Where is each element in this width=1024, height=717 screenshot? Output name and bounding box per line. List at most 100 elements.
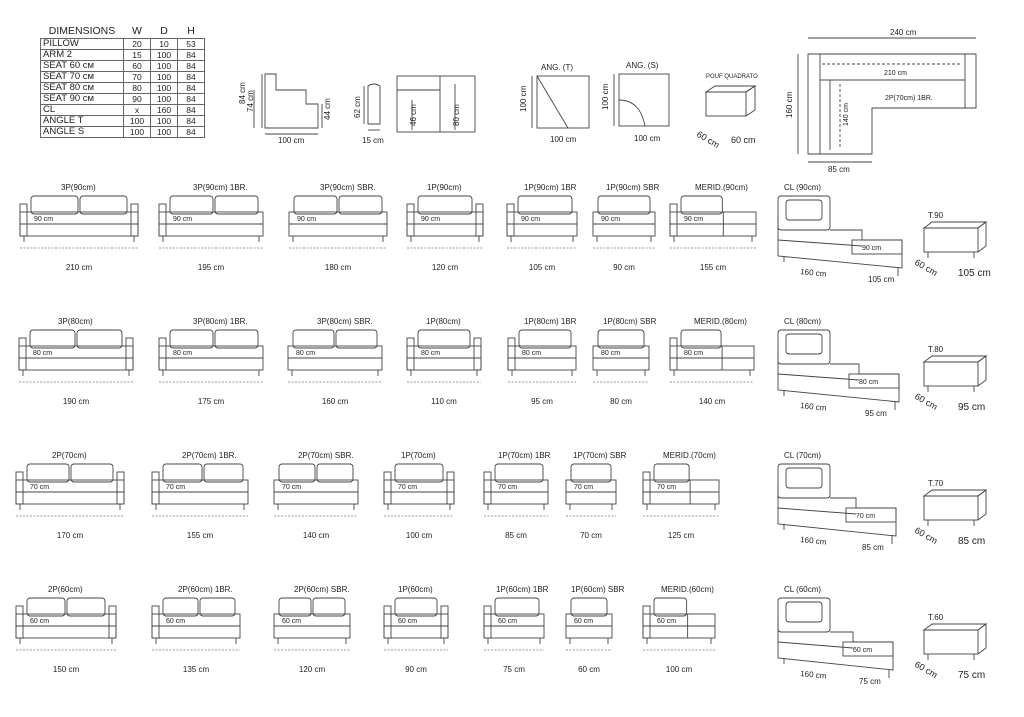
sofa-label: 1P(70cm) 1BR [498, 451, 551, 460]
dim-text: 100 cm [634, 134, 661, 143]
chaise-label: CL (80cm) [784, 317, 821, 326]
sofa-label: MERID.(80cm) [694, 317, 747, 326]
pouf-body [923, 227, 979, 253]
chaise-back [777, 597, 831, 633]
dim-text: 74 cm [246, 90, 255, 112]
pouf-top [922, 221, 988, 229]
back-cushion [653, 597, 688, 617]
sofa-width-label: 180 cm [325, 263, 352, 272]
pouf-depth-label: 60 cm [913, 525, 939, 546]
sofa-label: 1P(60cm) 1BR [496, 585, 549, 594]
seat-width-label: 70 cm [498, 484, 517, 491]
back-cushion [394, 463, 444, 483]
sofa-label: 2P(70cm) 1BR. [182, 451, 237, 460]
sofa-width-label: 140 cm [303, 531, 330, 540]
pouf-depth-label: 60 cm [913, 391, 939, 412]
seat-width-label: 70 cm [282, 484, 301, 491]
chaise-body [777, 618, 894, 671]
sofa-label: 1P(80cm) 1BR [524, 317, 577, 326]
back-cushion [316, 463, 354, 483]
dim-text: 85 cm [828, 165, 850, 174]
pouf-width-label: 95 cm [958, 402, 985, 413]
pouf-side [977, 623, 987, 655]
chaise-width-label: 85 cm [862, 543, 884, 552]
side-profile-view: 84 cm 74 cm 44 cm 100 cm [238, 73, 332, 145]
back-cushion [214, 195, 259, 215]
seat-width-label: 90 cm [421, 216, 440, 223]
sofa-width-label: 120 cm [299, 665, 326, 674]
sofa-width-label: 155 cm [187, 531, 214, 540]
dim-text: 44 cm [323, 98, 332, 120]
sofa-label: 1P(90cm) SBR [606, 183, 660, 192]
sofa-arm [158, 337, 167, 371]
dim-text: 100 cm [550, 135, 577, 144]
pouf-side [977, 355, 987, 387]
back-cushion [517, 195, 573, 215]
back-cushion [597, 195, 651, 215]
sofa-width-label: 95 cm [531, 397, 553, 406]
sofa-label: 3P(80cm) [58, 317, 93, 326]
sofa-arm [15, 471, 24, 505]
dim-text: 15 cm [362, 136, 384, 145]
seat-width-label: 70 cm [856, 513, 875, 520]
sofa-label: 3P(90cm) SBR. [320, 183, 376, 192]
sofa-arm [15, 605, 24, 639]
sofa-label: MERID.(90cm) [695, 183, 748, 192]
back-cushion [338, 195, 383, 215]
chaise-label: CL (60cm) [784, 585, 821, 594]
sofa-width-label: 100 cm [666, 665, 693, 674]
seat-width-label: 90 cm [601, 216, 620, 223]
seat-line [777, 239, 863, 247]
table-header-row: DIMENSIONS W D H [40, 24, 205, 39]
seat-width-label: 80 cm [684, 350, 703, 357]
back-cushion [785, 601, 823, 623]
back-cushion [76, 329, 123, 349]
chaise-width-label: 105 cm [868, 275, 895, 284]
sofa-arm [669, 337, 678, 371]
back-cushion [518, 329, 572, 349]
sofa-width-label: 105 cm [529, 263, 556, 272]
sofa-arm [483, 605, 492, 639]
sofa-arm [440, 605, 449, 639]
back-cushion [312, 597, 346, 617]
cell-h: 84 [177, 126, 205, 138]
arm-profile-view: 62 cm 15 cm [353, 83, 384, 145]
chaise-body [777, 350, 900, 403]
seat-width-label: 80 cm [859, 379, 878, 386]
seat-width-label: 80 cm [296, 350, 315, 357]
sofa-arm [116, 471, 125, 505]
sofa-label: MERID.(60cm) [661, 585, 714, 594]
chaise-back [777, 463, 831, 499]
sofa-width-label: 155 cm [700, 263, 727, 272]
sofa-label: 1P(60cm) SBR [571, 585, 625, 594]
sofa-label: 2P(70cm) SBR. [298, 451, 354, 460]
seat-width-label: 60 cm [398, 618, 417, 625]
dim-text: 62 cm [353, 96, 362, 118]
chaise-width-label: 95 cm [865, 409, 887, 418]
dim-text: 160 cm [785, 91, 794, 118]
sofa-arm [446, 471, 455, 505]
sofa-arm [383, 605, 392, 639]
sofa-label: 1P(70cm) [401, 451, 436, 460]
back-cushion [26, 597, 66, 617]
sofa-arm [475, 203, 484, 237]
chaise-seat [851, 239, 903, 255]
sofa-label: MERID.(70cm) [663, 451, 716, 460]
chaise-body [777, 216, 903, 269]
chaise-depth-label: 160 cm [800, 535, 827, 547]
back-cushion [570, 597, 608, 617]
sofa-label: 1P(80cm) [426, 317, 461, 326]
pouf-width-label: 75 cm [958, 670, 985, 681]
back-cushion [30, 195, 79, 215]
